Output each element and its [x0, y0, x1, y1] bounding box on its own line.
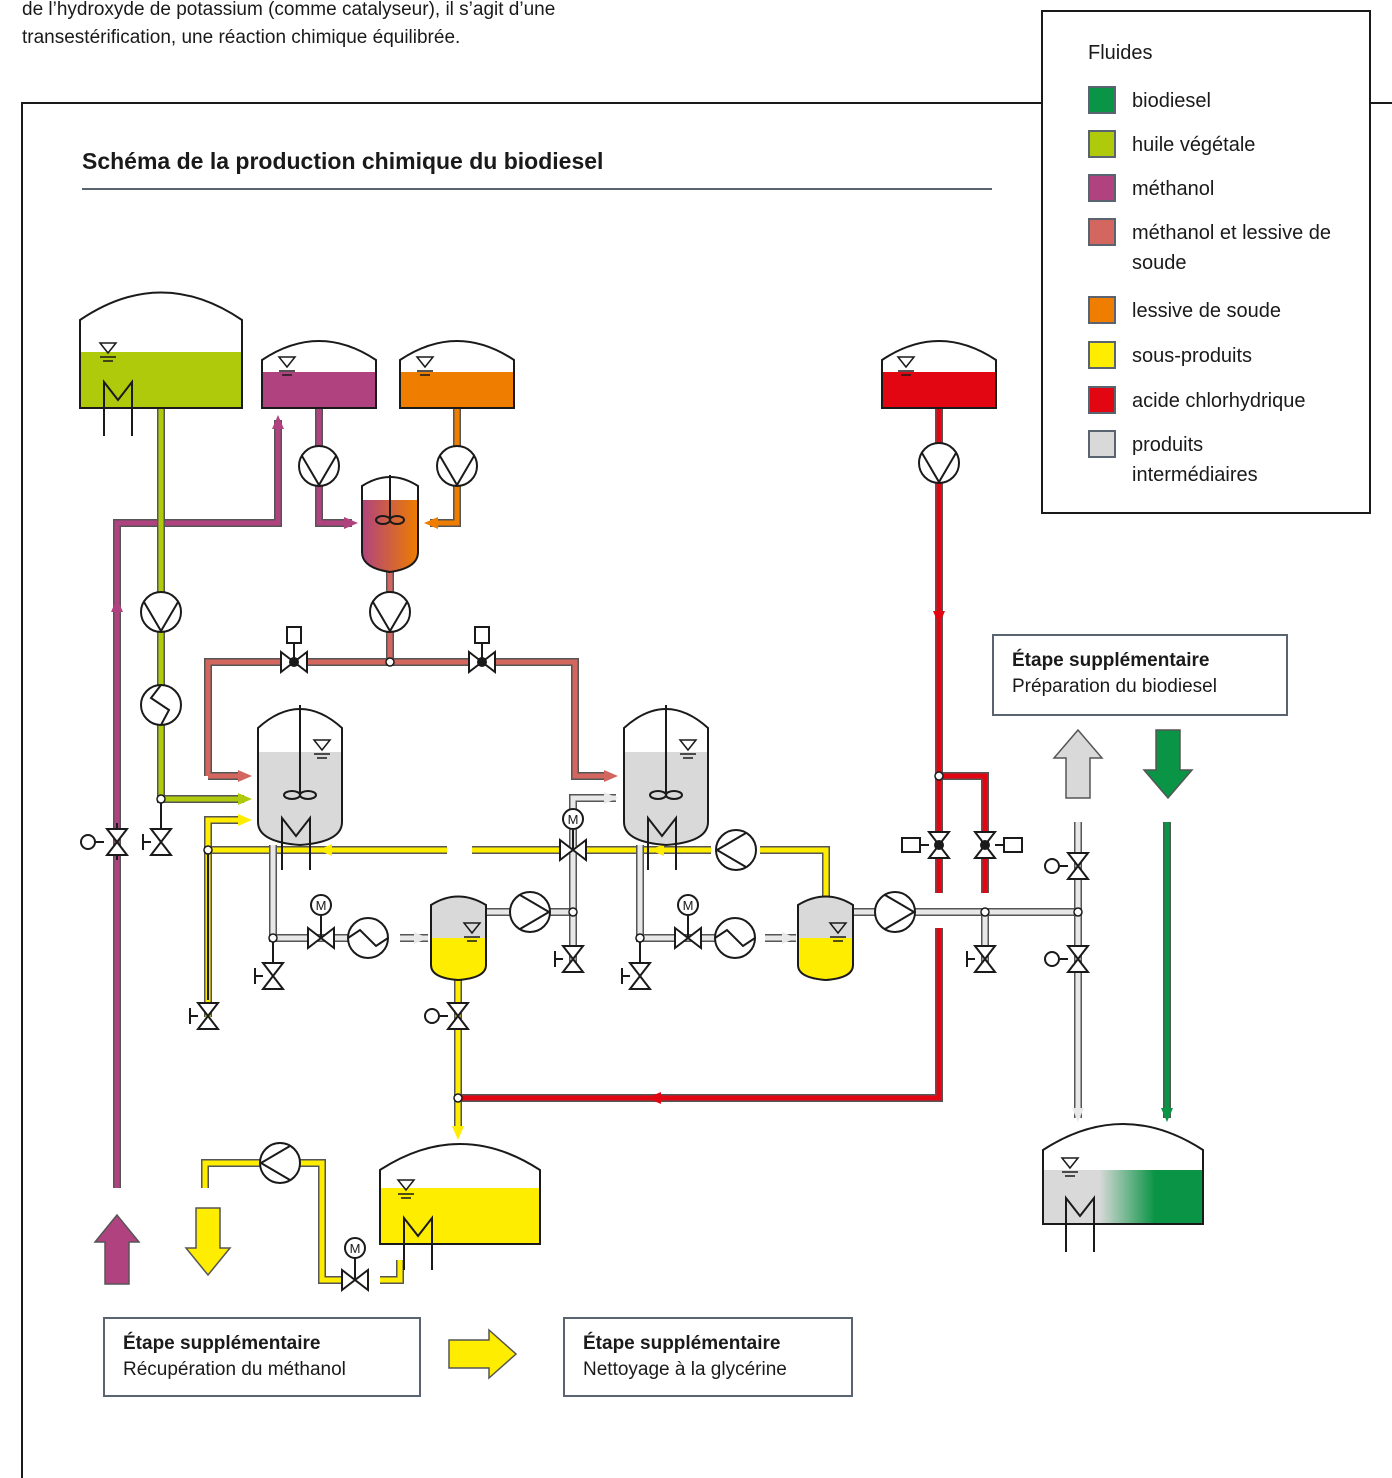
- reactor-1: [257, 705, 343, 870]
- legend-label: biodiesel: [1132, 90, 1211, 112]
- pump-icon: [369, 591, 411, 633]
- solenoid-valve-icon: [901, 831, 952, 859]
- pump-icon: [715, 829, 757, 871]
- legend-title: Fluides: [1088, 42, 1153, 64]
- motor-valve-icon: [559, 808, 587, 863]
- valve-icon: [1044, 945, 1091, 973]
- legend-swatch: [1088, 386, 1116, 414]
- legend-label: huile végétale: [1132, 134, 1256, 156]
- legend-swatch: [1088, 130, 1116, 158]
- diagram-frame: [21, 102, 1392, 1478]
- step-box-biodiesel-prep: Étape supplémentaire Préparation du biod…: [992, 634, 1288, 716]
- step-box-glycerin-cleaning: Étape supplémentaire Nettoyage à la glyc…: [563, 1317, 853, 1397]
- legend-label: lessive de soude: [1132, 300, 1281, 322]
- arrow-down-biodiesel-icon: [1142, 729, 1194, 800]
- motor-label: M: [316, 898, 327, 913]
- valve-icon: [254, 962, 286, 990]
- valve-icon: [189, 1002, 221, 1030]
- motor-label: M: [350, 1241, 361, 1256]
- step-subtitle: Nettoyage à la glycérine: [583, 1359, 787, 1380]
- heat-exchanger-icon: [140, 684, 182, 726]
- intro-line-1: de l’hydroxyde de potassium (comme catal…: [22, 0, 556, 20]
- diagram-title: Schéma de la production chimique du biod…: [82, 148, 604, 174]
- tank-methanol: [261, 340, 377, 409]
- legend-label: méthanol et lessive de soude: [1132, 222, 1332, 274]
- solenoid-valve-icon: [280, 626, 308, 675]
- drain-lines: [116, 799, 641, 1000]
- pipe-hydrochloric-acid: [458, 408, 989, 1102]
- pipe-methanol-recycle: [113, 420, 282, 1188]
- motor-valve-icon: [341, 1237, 369, 1293]
- motor-valve-icon: [674, 894, 702, 951]
- motor-labels: M M M M: [316, 812, 694, 1256]
- arrow-up-methanol-icon: [93, 1213, 141, 1285]
- junction-dots: [156, 657, 1083, 1103]
- legend: Fluides biodiesel huile végétale méthano…: [1041, 10, 1371, 514]
- solenoid-valve-icon: [972, 831, 1023, 859]
- pump-icon: [298, 445, 340, 487]
- legend-swatch: [1088, 218, 1116, 246]
- step-subtitle: Récupération du méthanol: [123, 1359, 346, 1380]
- tank-byproducts: [379, 1143, 541, 1270]
- motor-label: M: [683, 898, 694, 913]
- valve-icon: [142, 828, 174, 856]
- legend-label: produits intermédiaires: [1132, 434, 1258, 486]
- intro-text: de l’hydroxyde de potassium (comme catal…: [22, 0, 782, 52]
- arrow-right-byproducts-icon: [448, 1328, 518, 1380]
- step-title: Étape supplémentaire: [583, 1333, 781, 1354]
- heat-exchanger-icon: [347, 917, 389, 959]
- step-title: Étape supplémentaire: [1012, 650, 1210, 671]
- legend-label: acide chlorhydrique: [1132, 390, 1306, 412]
- pump-icon: [509, 891, 551, 933]
- flow-arrowheads: [111, 415, 1173, 1140]
- tank-vegetable-oil: [79, 291, 243, 436]
- pump-icon: [918, 442, 960, 484]
- step-subtitle: Préparation du biodiesel: [1012, 676, 1217, 697]
- legend-swatch: [1088, 174, 1116, 202]
- solenoid-valve-icon: [468, 626, 496, 675]
- valve-icon: [1044, 852, 1091, 880]
- valve-icon: [80, 828, 130, 856]
- valve-icon: [554, 945, 586, 973]
- motor-valve-icon: [307, 894, 335, 951]
- pump-icon: [874, 891, 916, 933]
- separator-1: [430, 895, 487, 982]
- legend-label: sous-produits: [1132, 345, 1253, 367]
- legend-swatch: [1088, 341, 1116, 369]
- intro-line-2: transestérification, une réaction chimiq…: [22, 27, 461, 48]
- mixer-vessel: [361, 475, 419, 574]
- valve-icon: [424, 1002, 471, 1030]
- reactor-2: [623, 705, 709, 870]
- motor-label: M: [568, 812, 579, 827]
- tank-biodiesel: [1042, 1123, 1204, 1252]
- tank-hydrochloric-acid: [881, 340, 997, 409]
- tank-lye: [399, 340, 515, 409]
- valve-icon: [621, 962, 653, 990]
- pump-icon: [436, 445, 478, 487]
- legend-swatch: [1088, 430, 1116, 458]
- legend-swatch: [1088, 296, 1116, 324]
- pipe-methanol-lye: [204, 565, 606, 780]
- step-box-methanol-recovery: Étape supplémentaire Récupération du mét…: [103, 1317, 421, 1397]
- legend-swatch: [1088, 86, 1116, 114]
- pump-icon: [140, 591, 182, 633]
- arrow-up-intermediate-icon: [1052, 728, 1104, 799]
- valve-icon: [966, 945, 998, 973]
- legend-label: méthanol: [1132, 178, 1215, 200]
- heat-exchanger-icon: [714, 917, 756, 959]
- step-title: Étape supplémentaire: [123, 1333, 321, 1354]
- pump-icon: [259, 1142, 301, 1184]
- separator-2: [797, 895, 854, 982]
- arrow-down-byproducts-icon: [184, 1207, 232, 1277]
